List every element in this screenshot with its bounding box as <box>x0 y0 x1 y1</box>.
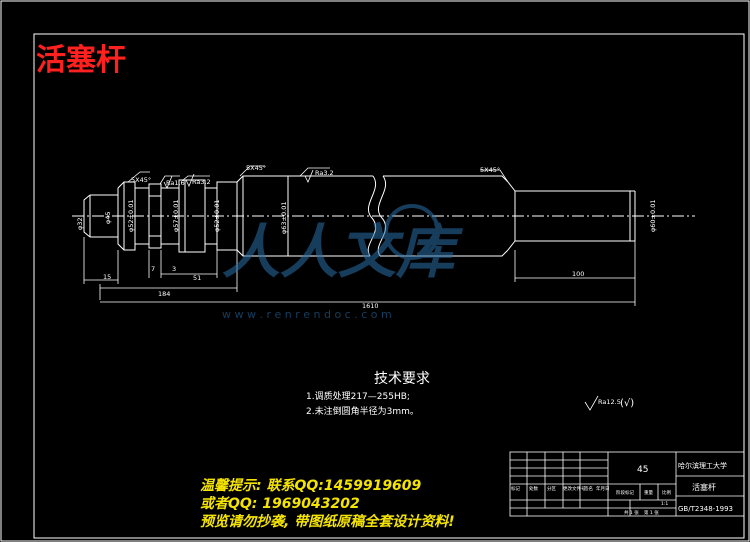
dim-dia-right: φ60±0.01 <box>649 200 657 232</box>
dim-dia-52: φ52±0.01 <box>127 200 135 232</box>
surface-symbol: (√) <box>620 398 634 409</box>
tb-scale: 1:1 <box>661 501 668 507</box>
title-block-text: 45 哈尔滨理工大学 活塞杆 GB/T2348-1993 标记 处数 分区 更改… <box>511 461 733 516</box>
tech-requirements: 技术要求 1.调质处理217—255HB; 2.未注倒圆角半径为3mm。 <box>306 371 430 417</box>
dim-len-7: 7 <box>151 265 155 273</box>
tb-sheet-num: 第 1 张 <box>644 509 659 516</box>
notice-line-1: 温馨提示: 联系QQ:1459919609 <box>200 477 422 494</box>
tech-item-1: 1.调质处理217—255HB; <box>306 390 410 402</box>
watermark-url: w w w . r e n r e n d o c . c o m <box>222 308 392 321</box>
tb-label-scale: 比例 <box>662 489 671 496</box>
dim-chamfer-mid: 5X45° <box>246 164 266 172</box>
dim-dia-main: φ63±0.01 <box>280 202 288 234</box>
notice-line-2: 或者QQ: 1969043202 <box>200 495 360 512</box>
surface-ra: Ra12.5 <box>598 398 621 406</box>
dim-len-184: 184 <box>158 290 170 298</box>
tech-item-2: 2.未注倒圆角半径为3mm。 <box>306 405 419 417</box>
dim-len-small: 15 <box>103 273 111 281</box>
dim-len-3: 3 <box>172 265 176 273</box>
contact-notice: 温馨提示: 联系QQ:1459919609 或者QQ: 1969043202 预… <box>200 477 455 530</box>
tb-standard: GB/T2348-1993 <box>678 505 733 513</box>
tb-label-date: 年月日 <box>596 485 610 492</box>
dimension-lines <box>83 165 636 306</box>
dim-ra32-left: Ra3.2 <box>192 178 211 186</box>
tb-label-count: 处数 <box>529 485 538 492</box>
tb-label-sign: 签名 <box>584 485 593 492</box>
dim-len-51: 51 <box>193 274 201 282</box>
dim-dia-45: φ45 <box>104 211 112 224</box>
dimension-texts: 5X45° Ra1.6 Ra3.2 5X45° Ra3.2 5X45° φ32 … <box>76 164 657 310</box>
dim-ra32-mid: Ra3.2 <box>315 169 334 177</box>
tb-sheet-total: 共 1 张 <box>624 509 639 516</box>
tech-heading: 技术要求 <box>374 371 430 387</box>
dim-len-100: 100 <box>572 270 584 278</box>
tb-label-stage: 阶段标记 <box>616 489 634 496</box>
inner-frame <box>33 33 745 539</box>
dim-len-total: 1610 <box>362 302 379 310</box>
watermark-brand: 人人文库 <box>222 218 464 286</box>
tb-label-change: 更改文件号 <box>563 485 586 492</box>
watermark: 人人文库 w w w . r e n r e n d o c . c o m <box>222 204 464 321</box>
dim-dia-57: φ57±0.01 <box>172 200 180 232</box>
notice-line-3: 预览请勿抄袭, 带图纸原稿全套设计资料! <box>200 513 455 530</box>
dim-dia-end: φ32 <box>76 217 84 230</box>
dim-dia-52b: φ52±0.01 <box>213 200 221 232</box>
tb-label-weight: 重量 <box>644 489 653 496</box>
dim-chamfer-right: 5X45° <box>480 166 500 174</box>
dim-ra16: Ra1.6 <box>166 179 185 187</box>
dim-chamfer-left: 5X45° <box>131 176 151 184</box>
title-block <box>509 451 745 517</box>
drawing-title: 活塞杆 <box>36 43 126 78</box>
tb-part-name: 活塞杆 <box>692 482 716 492</box>
watermark-logo-icon <box>384 204 440 260</box>
tb-label-zone: 分区 <box>547 485 556 492</box>
tb-material: 45 <box>637 465 648 475</box>
tb-label-mark: 标记 <box>511 485 520 492</box>
surface-note: Ra12.5 (√) <box>584 395 634 411</box>
tb-school: 哈尔滨理工大学 <box>678 461 727 470</box>
